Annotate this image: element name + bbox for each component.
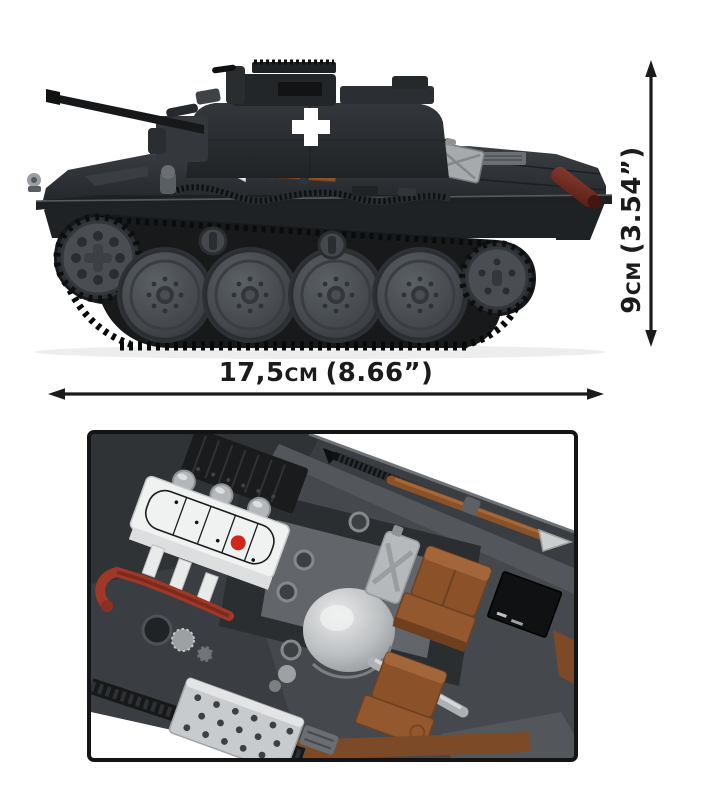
- tool-tip: [538, 528, 574, 552]
- fender-tools: [352, 186, 416, 196]
- width-dimension-arrow: [48, 388, 604, 400]
- turret: [148, 103, 449, 178]
- inset-jerry-can: [365, 525, 421, 604]
- floor-panels: [297, 630, 574, 758]
- road-wheel: [288, 247, 384, 343]
- engine-block: [128, 469, 290, 606]
- width-unit: cm: [284, 364, 319, 386]
- road-wheel: [202, 247, 298, 343]
- exhaust-pipe: [95, 566, 234, 621]
- headlight: [27, 173, 41, 192]
- perforated-plate: [168, 677, 305, 758]
- seat-lower: [355, 651, 448, 748]
- gear-cluster: [141, 614, 215, 664]
- radiator-block: [180, 434, 308, 514]
- hull-periscope: [160, 165, 176, 194]
- road-wheel: [117, 247, 213, 343]
- engine-compartment-photo: [91, 434, 574, 758]
- white-cross-marking: [292, 108, 330, 146]
- interior-detail-photo-frame: [87, 430, 578, 762]
- red-fuel-mark: [230, 535, 246, 551]
- width-value: 17,5: [218, 358, 285, 388]
- height-unit: cm: [623, 261, 645, 296]
- stud-rings: [276, 511, 370, 661]
- drive-sprocket-wheel: [53, 213, 143, 303]
- fender-with-tools: [271, 434, 574, 594]
- return-rollers: [198, 226, 347, 260]
- exhaust-muffler: [551, 166, 602, 210]
- seat-upper: [392, 545, 492, 653]
- height-dimension-arrow: [645, 60, 657, 347]
- idler-wheel: [459, 240, 535, 316]
- width-dimension-label: 17,5cm (8.66”): [48, 358, 604, 388]
- tank-side-view-photo: [27, 59, 613, 359]
- cupola: [195, 59, 434, 106]
- tow-cable: [168, 183, 451, 205]
- hatch-hinge: [299, 725, 339, 755]
- road-wheel: [372, 247, 468, 343]
- gun-barrel: [46, 89, 204, 134]
- road-wheels: [117, 247, 468, 343]
- height-dimension-label: 9cm (3.54”): [617, 80, 647, 380]
- radio-box: [487, 571, 563, 638]
- width-imperial: (8.66”): [325, 358, 434, 388]
